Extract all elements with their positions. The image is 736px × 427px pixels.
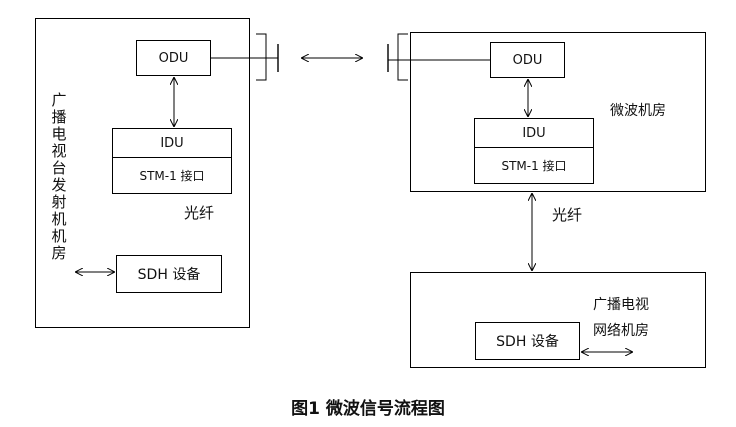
left-antenna-icon <box>256 33 267 81</box>
left-idu: IDU STM-1 接口 <box>112 128 232 194</box>
right-idu-interface: STM-1 接口 <box>501 159 567 173</box>
figure-caption: 图1 微波信号流程图 <box>291 399 445 419</box>
right-odu-label: ODU <box>512 52 543 68</box>
left-idu-interface: STM-1 接口 <box>139 169 205 183</box>
label-char: 房 <box>51 244 67 262</box>
right-antenna-icon <box>397 33 408 81</box>
label-char: 发 <box>51 176 67 194</box>
broadcast-transmitter-room-label: 广 播 电 视 台 发 射 机 机 房 <box>50 92 68 262</box>
right-sdh-label: SDH 设备 <box>496 334 559 350</box>
label-char: 射 <box>51 193 67 211</box>
network-room-label-line1: 广播电视 <box>593 297 649 313</box>
left-idu-title: IDU <box>113 129 231 158</box>
left-sdh-device: SDH 设备 <box>116 255 222 293</box>
left-odu: ODU <box>136 40 211 76</box>
left-sdh-label: SDH 设备 <box>137 267 201 283</box>
network-room-label-line2: 网络机房 <box>593 323 649 339</box>
label-char: 播 <box>51 108 67 126</box>
right-fiber-label: 光纤 <box>552 206 583 224</box>
label-char: 机 <box>51 227 67 245</box>
microwave-room-label: 微波机房 <box>610 103 666 119</box>
left-odu-label: ODU <box>158 50 189 66</box>
right-idu: IDU STM-1 接口 <box>474 118 594 184</box>
right-odu: ODU <box>490 42 565 78</box>
right-sdh-device: SDH 设备 <box>475 322 580 360</box>
right-idu-title: IDU <box>475 119 593 148</box>
label-char: 广 <box>51 91 67 109</box>
label-char: 视 <box>51 142 67 160</box>
label-char: 机 <box>51 210 67 228</box>
label-char: 台 <box>51 159 67 177</box>
left-fiber-label: 光纤 <box>184 204 215 222</box>
label-char: 电 <box>51 125 67 143</box>
